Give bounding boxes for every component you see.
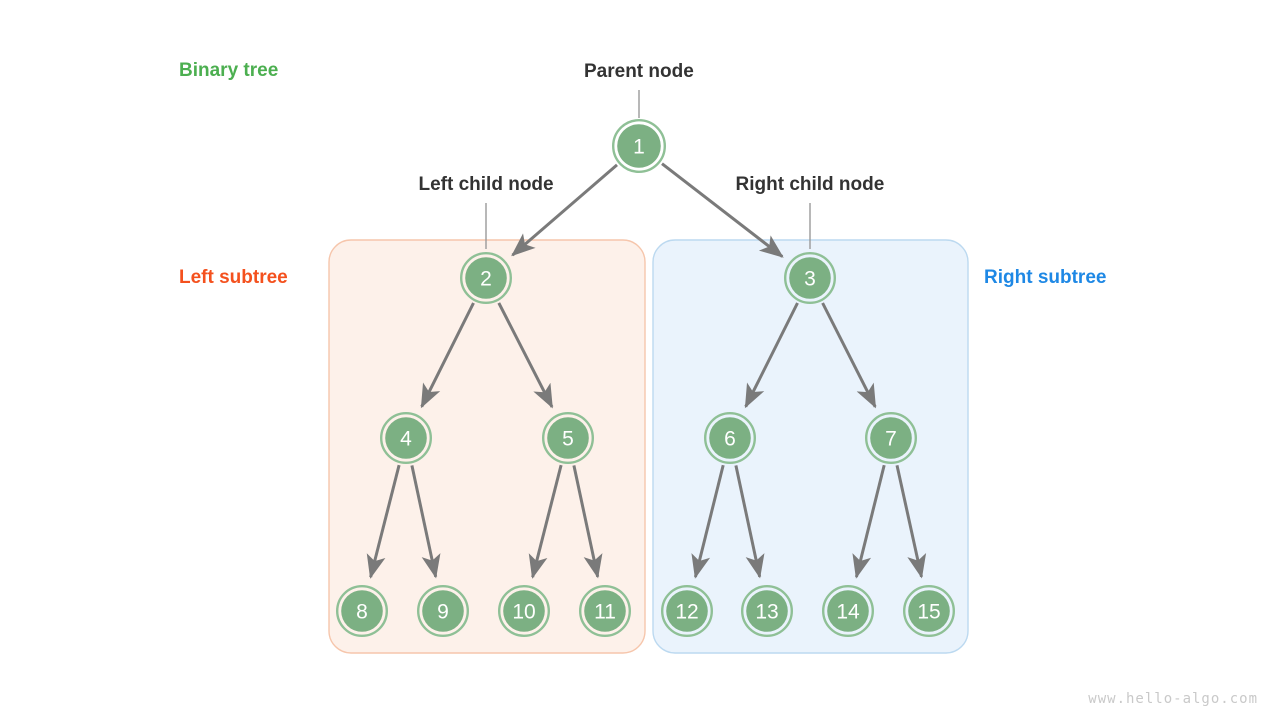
- tree-node-value: 11: [594, 601, 616, 624]
- tree-node-8[interactable]: 8: [336, 585, 389, 638]
- tree-node-14[interactable]: 14: [822, 585, 875, 638]
- tree-node-ring: [579, 585, 632, 638]
- tree-node-value: 2: [480, 268, 492, 291]
- annotation-pointers: [485, 90, 811, 249]
- tree-node-value: 8: [356, 601, 368, 624]
- tree-node-ring: [542, 412, 595, 465]
- tree-node-ring: [865, 412, 918, 465]
- tree-node-circle: [908, 590, 950, 632]
- tree-node-3[interactable]: 3: [784, 251, 837, 304]
- tree-node-ring: [661, 585, 714, 638]
- tree-node-10[interactable]: 10: [498, 585, 551, 638]
- tree-node-ring: [741, 585, 794, 638]
- tree-node-value: 6: [724, 428, 736, 451]
- tree-node-circle: [789, 257, 831, 299]
- parent-node-label: Parent node: [584, 61, 694, 82]
- right-subtree-label: Right subtree: [984, 267, 1107, 288]
- tree-node-1[interactable]: 1: [612, 118, 667, 173]
- tree-node-2[interactable]: 2: [460, 251, 513, 304]
- tree-edge-n5-n10: [528, 464, 563, 579]
- tree-edge-n1-n3: [661, 162, 784, 258]
- tree-node-value: 4: [400, 428, 412, 451]
- tree-node-value: 1: [633, 136, 645, 159]
- left-subtree-label: Left subtree: [179, 267, 288, 288]
- subtree-boxes: [328, 239, 969, 654]
- tree-node-circle: [746, 590, 788, 632]
- tree-node-12[interactable]: 12: [661, 585, 714, 638]
- tree-node-9[interactable]: 9: [417, 585, 470, 638]
- tree-node-ring: [417, 585, 470, 638]
- tree-node-value: 15: [917, 601, 940, 624]
- tree-node-15[interactable]: 15: [903, 585, 956, 638]
- right-child-node-label: Right child node: [735, 174, 885, 195]
- tree-node-circle: [465, 257, 507, 299]
- tree-node-7[interactable]: 7: [865, 412, 918, 465]
- tree-edge-n7-n14: [852, 464, 886, 579]
- left-subtree-box: [328, 239, 646, 654]
- tree-node-value: 12: [675, 601, 698, 624]
- tree-node-circle: [617, 124, 661, 168]
- left-child-node-label: Left child node: [418, 174, 554, 195]
- tree-node-circle: [584, 590, 626, 632]
- tree-node-circle: [503, 590, 545, 632]
- tree-node-ring: [612, 118, 667, 173]
- tree-node-circle: [870, 417, 912, 459]
- tree-edges: [366, 162, 927, 579]
- tree-node-circle: [827, 590, 869, 632]
- tree-node-value: 5: [562, 428, 574, 451]
- tree-node-11[interactable]: 11: [579, 585, 632, 638]
- watermark-text: www.hello-algo.com: [1088, 691, 1258, 707]
- tree-node-ring: [784, 251, 837, 304]
- tree-edge-n3-n6: [744, 302, 799, 409]
- tree-node-ring: [460, 251, 513, 304]
- tree-node-value: 9: [437, 601, 449, 624]
- tree-node-ring: [380, 412, 433, 465]
- tree-edge-n2-n5: [497, 302, 554, 409]
- tree-edge-n3-n7: [821, 302, 877, 409]
- tree-edge-n4-n9: [410, 465, 441, 579]
- tree-node-ring: [822, 585, 875, 638]
- tree-node-value: 14: [836, 601, 860, 624]
- tree-node-circle: [341, 590, 383, 632]
- tree-node-circle: [709, 417, 751, 459]
- tree-node-ring: [903, 585, 956, 638]
- tree-node-value: 10: [512, 601, 535, 624]
- tree-node-circle: [385, 417, 427, 459]
- tree-node-ring: [498, 585, 551, 638]
- tree-node-value: 13: [755, 601, 778, 624]
- tree-edge-n4-n8: [366, 464, 401, 579]
- tree-node-value: 7: [885, 428, 897, 451]
- tree-edge-n2-n4: [420, 302, 475, 409]
- diagram-title-label: Binary tree: [179, 60, 279, 81]
- tree-node-value: 3: [804, 268, 816, 291]
- tree-node-5[interactable]: 5: [542, 412, 595, 465]
- tree-edge-n7-n15: [895, 464, 927, 579]
- tree-edge-n6-n12: [691, 464, 725, 579]
- tree-node-ring: [704, 412, 757, 465]
- tree-node-6[interactable]: 6: [704, 412, 757, 465]
- tree-edge-n5-n11: [572, 465, 603, 579]
- tree-node-circle: [666, 590, 708, 632]
- tree-node-circle: [422, 590, 464, 632]
- tree-node-13[interactable]: 13: [741, 585, 794, 638]
- tree-edge-n6-n13: [734, 465, 765, 579]
- tree-node-4[interactable]: 4: [380, 412, 433, 465]
- tree-node-circle: [547, 417, 589, 459]
- tree-edge-n1-n2: [511, 163, 618, 257]
- tree-node-ring: [336, 585, 389, 638]
